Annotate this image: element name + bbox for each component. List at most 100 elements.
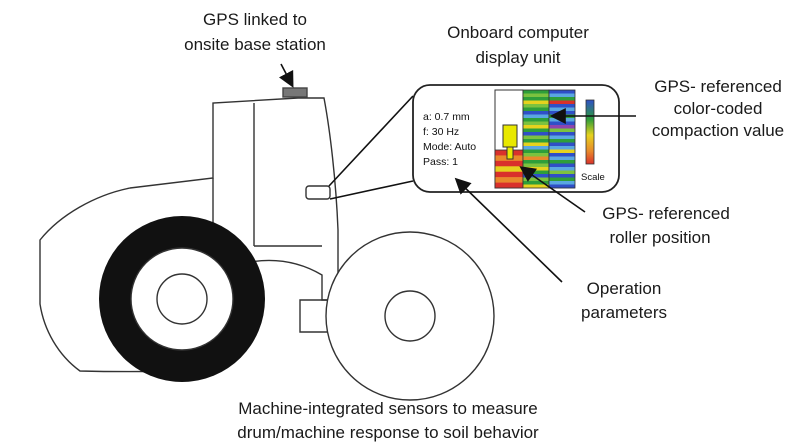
lane-stripe [523,135,549,140]
label-gps-base-line1: GPS linked to [203,10,307,29]
lane-stripe [549,100,575,105]
front-drum [325,231,495,401]
label-compaction-line1: GPS- referenced [654,77,782,96]
lane-stripe [549,104,575,108]
lane-stripe [549,121,575,126]
lane-stripe [523,156,549,161]
lane-stripe [523,97,549,101]
lane-stripe [523,160,549,164]
display-screen: a: 0.7 mm f: 30 Hz Mode: Auto Pass: 1 [412,84,620,193]
lane-stripe [549,156,575,161]
callouts [278,63,636,283]
param-mode: Mode: Auto [423,141,476,153]
lane-stripe [549,118,575,122]
label-gps-base-line2: onsite base station [184,35,326,54]
label-roller-position-line2: roller position [609,228,710,247]
lane-stripe [549,97,575,101]
lane-stripe [523,114,549,119]
drum-outer [325,231,495,401]
lane-stripe [549,107,575,112]
lane-stripe [495,171,523,178]
lane-stripe [549,160,575,164]
lane-stripe [523,132,549,136]
roller-arrow [519,166,586,213]
label-operation: Operation parameters [581,279,667,322]
lane-stripe [549,142,575,147]
lane-stripe [495,166,523,173]
scale-bar [585,99,595,165]
lane-stripe [523,93,549,98]
lane-stripe [523,125,549,129]
lane-stripe [549,93,575,98]
lane-stripe [549,111,575,115]
lane-stripe [549,153,575,157]
operation-parameters: a: 0.7 mm f: 30 Hz Mode: Auto Pass: 1 [423,111,476,168]
label-display-unit-line1: Onboard computer [447,23,589,42]
machine-body-outline [39,97,339,373]
lane-stripe [523,181,549,185]
param-amplitude: a: 0.7 mm [423,111,470,123]
lane-border [548,89,576,189]
lane-stripe [523,107,549,112]
lane-stripe [523,111,549,115]
lane-stripe [549,174,575,178]
lane-stripe [549,149,575,154]
label-compaction-line3: compaction value [652,121,784,140]
lane-stripe [549,135,575,140]
lane-stripe [523,118,549,122]
label-gps-base: GPS linked to onsite base station [184,10,326,54]
rear-hub [156,273,208,325]
display-leader-bottom [329,180,414,200]
label-compaction: GPS- referenced color-coded compaction v… [652,77,784,140]
label-sensors-line2: drum/machine response to soil behavior [237,423,539,442]
lane-stripe [495,182,523,189]
lane-stripe [523,128,549,133]
lane-stripe [523,139,549,143]
lane-stripe [549,128,575,133]
label-display-unit-line2: display unit [475,48,560,67]
operation-arrow [454,177,563,283]
lane-stripe [549,177,575,182]
lane-stripe [549,167,575,171]
lane-stripe [523,167,549,171]
lane-stripe [495,177,523,183]
lane-stripe [523,90,549,94]
lane-stripe [523,104,549,108]
lane-stripe [523,146,549,150]
color-scale: Scale [581,99,605,183]
scale-label: Scale [581,172,605,183]
lane-stripe [549,139,575,143]
label-display-unit: Onboard computer display unit [447,23,589,67]
lane-stripe [495,160,523,167]
lane-stripe [549,125,575,129]
rear-wheel [99,216,265,382]
label-operation-line1: Operation [587,279,662,298]
lane-stripe [549,181,575,185]
gps-arrow [278,63,294,88]
lane-stripe [523,184,549,189]
display-housing [305,185,331,200]
gps-antenna [282,87,308,98]
lane-stripe [549,90,575,94]
lane-stripe [523,163,549,168]
roller-marker-body [502,124,518,148]
lane-stripe [523,121,549,126]
lane-stripe [549,184,575,189]
lane-stripe [549,163,575,168]
display-leader-top [328,95,414,187]
label-sensors-line1: Machine-integrated sensors to measure [238,399,538,418]
lane-stripe [523,142,549,147]
label-sensors: Machine-integrated sensors to measure dr… [237,399,539,442]
lane-stripe [523,153,549,157]
label-roller-position: GPS- referenced roller position [602,204,730,247]
roller-position-marker [502,124,518,160]
lane-stripe [523,149,549,154]
param-frequency: f: 30 Hz [423,126,459,138]
lane-stripe [549,170,575,175]
label-roller-position-line1: GPS- referenced [602,204,730,223]
param-pass: Pass: 1 [423,156,458,168]
drum-hub [384,290,436,342]
roller-marker-drum [506,146,514,160]
lane-stripe [523,100,549,105]
